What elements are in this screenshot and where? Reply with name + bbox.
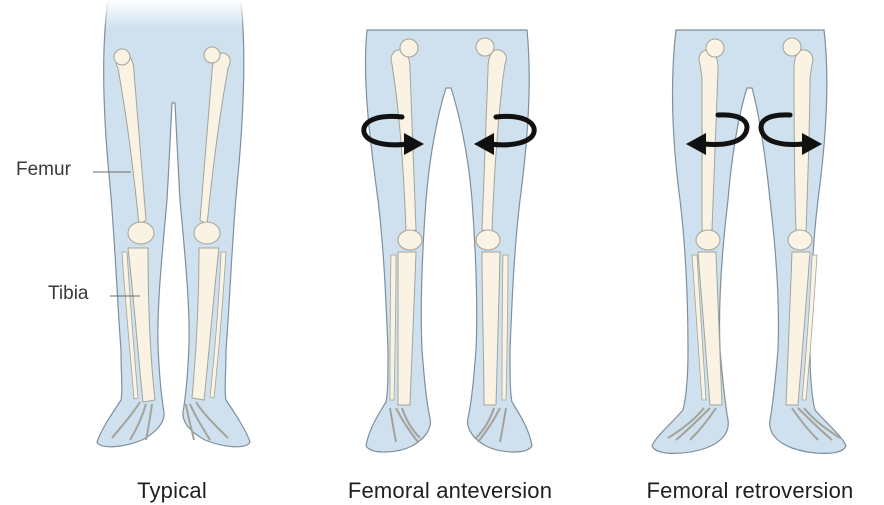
femoral-head-right: [476, 38, 494, 56]
panel-typical: [93, 0, 250, 447]
knee-right: [476, 230, 500, 250]
panel-retroversion: [652, 30, 846, 453]
femur-label: Femur: [16, 159, 71, 181]
caption-typical: Typical: [137, 478, 207, 504]
knee-right: [194, 222, 220, 244]
femoral-head-right: [204, 47, 220, 63]
knee-left: [696, 230, 720, 250]
knee-right: [788, 230, 812, 250]
caption-femoral-retroversion: Femoral retroversion: [647, 478, 854, 504]
caption-femoral-anteversion: Femoral anteversion: [348, 478, 552, 504]
legs-silhouette: [652, 30, 846, 453]
knee-left: [398, 230, 422, 250]
femoral-head-left: [114, 49, 130, 65]
femoral-head-left: [400, 39, 418, 57]
top-fade: [0, 0, 884, 28]
panel-anteversion: [364, 30, 534, 452]
tibia-label: Tibia: [48, 283, 88, 305]
femoral-head-left: [706, 39, 724, 57]
femoral-head-right: [783, 38, 801, 56]
knee-left: [128, 222, 154, 244]
